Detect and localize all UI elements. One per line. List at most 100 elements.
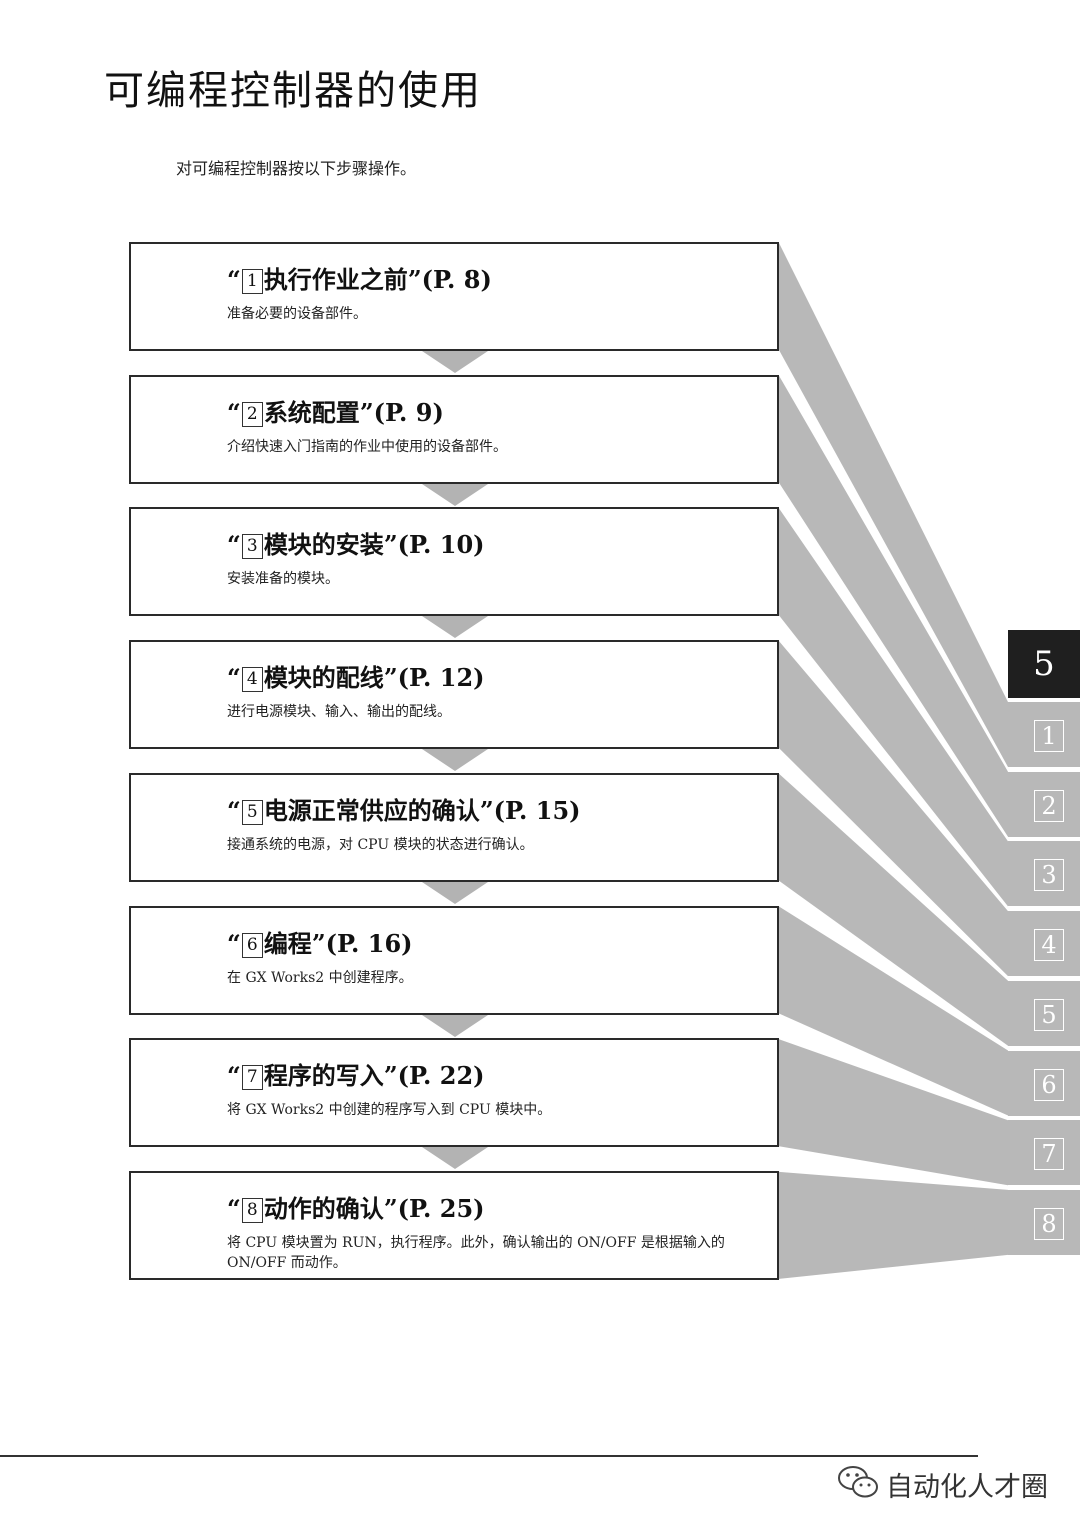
step-number-badge: 6 [241,933,263,958]
connector-band-1 [779,243,1008,767]
section-tab-number: 6 [1034,1069,1064,1101]
open-quote: “ [227,796,241,825]
section-tab-number: 1 [1034,720,1064,752]
connector-band-8 [779,1171,1008,1279]
step-description: 将 CPU 模块置为 RUN，执行程序。此外，确认输出的 ON/OFF 是根据输… [227,1235,725,1271]
page-reference-link[interactable]: (P. 22) [397,1061,485,1090]
step-number-badge: 3 [241,534,263,559]
open-quote: “ [227,1194,241,1223]
step-description: 介绍快速入门指南的作业中使用的设备部件。 [227,439,507,455]
section-tab-5[interactable]: 5 [1008,979,1080,1046]
down-arrow-icon [422,749,488,771]
section-tab-number: 3 [1034,859,1064,891]
step-description: 将 GX Works2 中创建的程序写入到 CPU 模块中。 [227,1102,552,1118]
down-arrow-icon [422,882,488,904]
close-quote: ” [407,265,422,294]
connector-band-4 [779,641,1008,977]
section-tab-6[interactable]: 6 [1008,1049,1080,1116]
step-description: 进行电源模块、输入、输出的配线。 [227,704,451,720]
page-reference-link[interactable]: (P. 8) [421,265,492,294]
section-tab-2[interactable]: 2 [1008,770,1080,837]
section-tab-3[interactable]: 3 [1008,839,1080,906]
close-quote: ” [359,398,374,427]
step-number-badge: 4 [241,667,263,692]
page-reference-link[interactable]: (P. 9) [373,398,444,427]
section-tab-number: 2 [1034,790,1064,822]
section-tab-number: 4 [1034,929,1064,961]
close-quote: ” [479,796,494,825]
step-number-badge: 7 [241,1065,263,1090]
close-quote: ” [383,1194,398,1223]
step-title-text: 模块的安装 [263,530,384,559]
page-reference-link[interactable]: (P. 25) [397,1194,485,1223]
page-title: 可编程控制器的使用 [104,68,482,114]
open-quote: “ [227,530,241,559]
down-arrow-icon [422,351,488,373]
open-quote: “ [227,929,241,958]
section-tab-4[interactable]: 4 [1008,909,1080,976]
section-tab-number: 5 [1034,999,1064,1031]
step-title-text: 电源正常供应的确认 [263,796,480,825]
step-description: 准备必要的设备部件。 [227,306,367,322]
section-tab-8[interactable]: 8 [1008,1188,1080,1255]
close-quote: ” [383,1061,398,1090]
intro-text: 对可编程控制器按以下步骤操作。 [176,159,417,178]
down-arrow-icon [422,1147,488,1169]
chapter-number: 5 [1033,644,1055,684]
close-quote: ” [383,530,398,559]
connector-band-7 [779,1039,1008,1186]
open-quote: “ [227,663,241,692]
step-title-text: 系统配置 [263,398,360,427]
connector-band-6 [779,906,1008,1116]
section-tab-7[interactable]: 7 [1008,1118,1080,1185]
page-reference-link[interactable]: (P. 15) [493,796,581,825]
page-reference-link[interactable]: (P. 16) [325,929,413,958]
step-number-badge: 1 [241,269,263,294]
step-title-text: 动作的确认 [263,1194,384,1223]
watermark-text: 自动化人才圈 [886,1472,1048,1503]
footer-rule [0,1455,978,1457]
section-tab-number: 7 [1034,1138,1064,1170]
step-description: 接通系统的电源，对 CPU 模块的状态进行确认。 [227,837,534,853]
step-title-text: 执行作业之前 [263,265,408,294]
connector-band-5 [779,773,1008,1046]
down-arrow-icon [422,1015,488,1037]
open-quote: “ [227,398,241,427]
page-reference-link[interactable]: (P. 12) [397,663,485,692]
section-tab-1[interactable]: 1 [1008,700,1080,767]
close-quote: ” [311,929,326,958]
down-arrow-icon [422,484,488,506]
close-quote: ” [383,663,398,692]
chat-bubbles-icon [838,1466,878,1498]
step-number-badge: 2 [241,402,263,427]
page-reference-link[interactable]: (P. 10) [397,530,485,559]
chapter-tab-active[interactable]: 5 [1008,630,1080,698]
step-number-badge: 5 [241,800,263,825]
step-description: 在 GX Works2 中创建程序。 [227,970,413,986]
section-tab-number: 8 [1034,1208,1064,1240]
step-title-text: 模块的配线 [263,663,384,692]
open-quote: “ [227,1061,241,1090]
connector-band-3 [779,508,1008,907]
step-number-badge: 8 [241,1198,263,1223]
step-title-text: 程序的写入 [263,1061,384,1090]
step-title-text: 编程 [263,929,312,958]
down-arrow-icon [422,616,488,638]
